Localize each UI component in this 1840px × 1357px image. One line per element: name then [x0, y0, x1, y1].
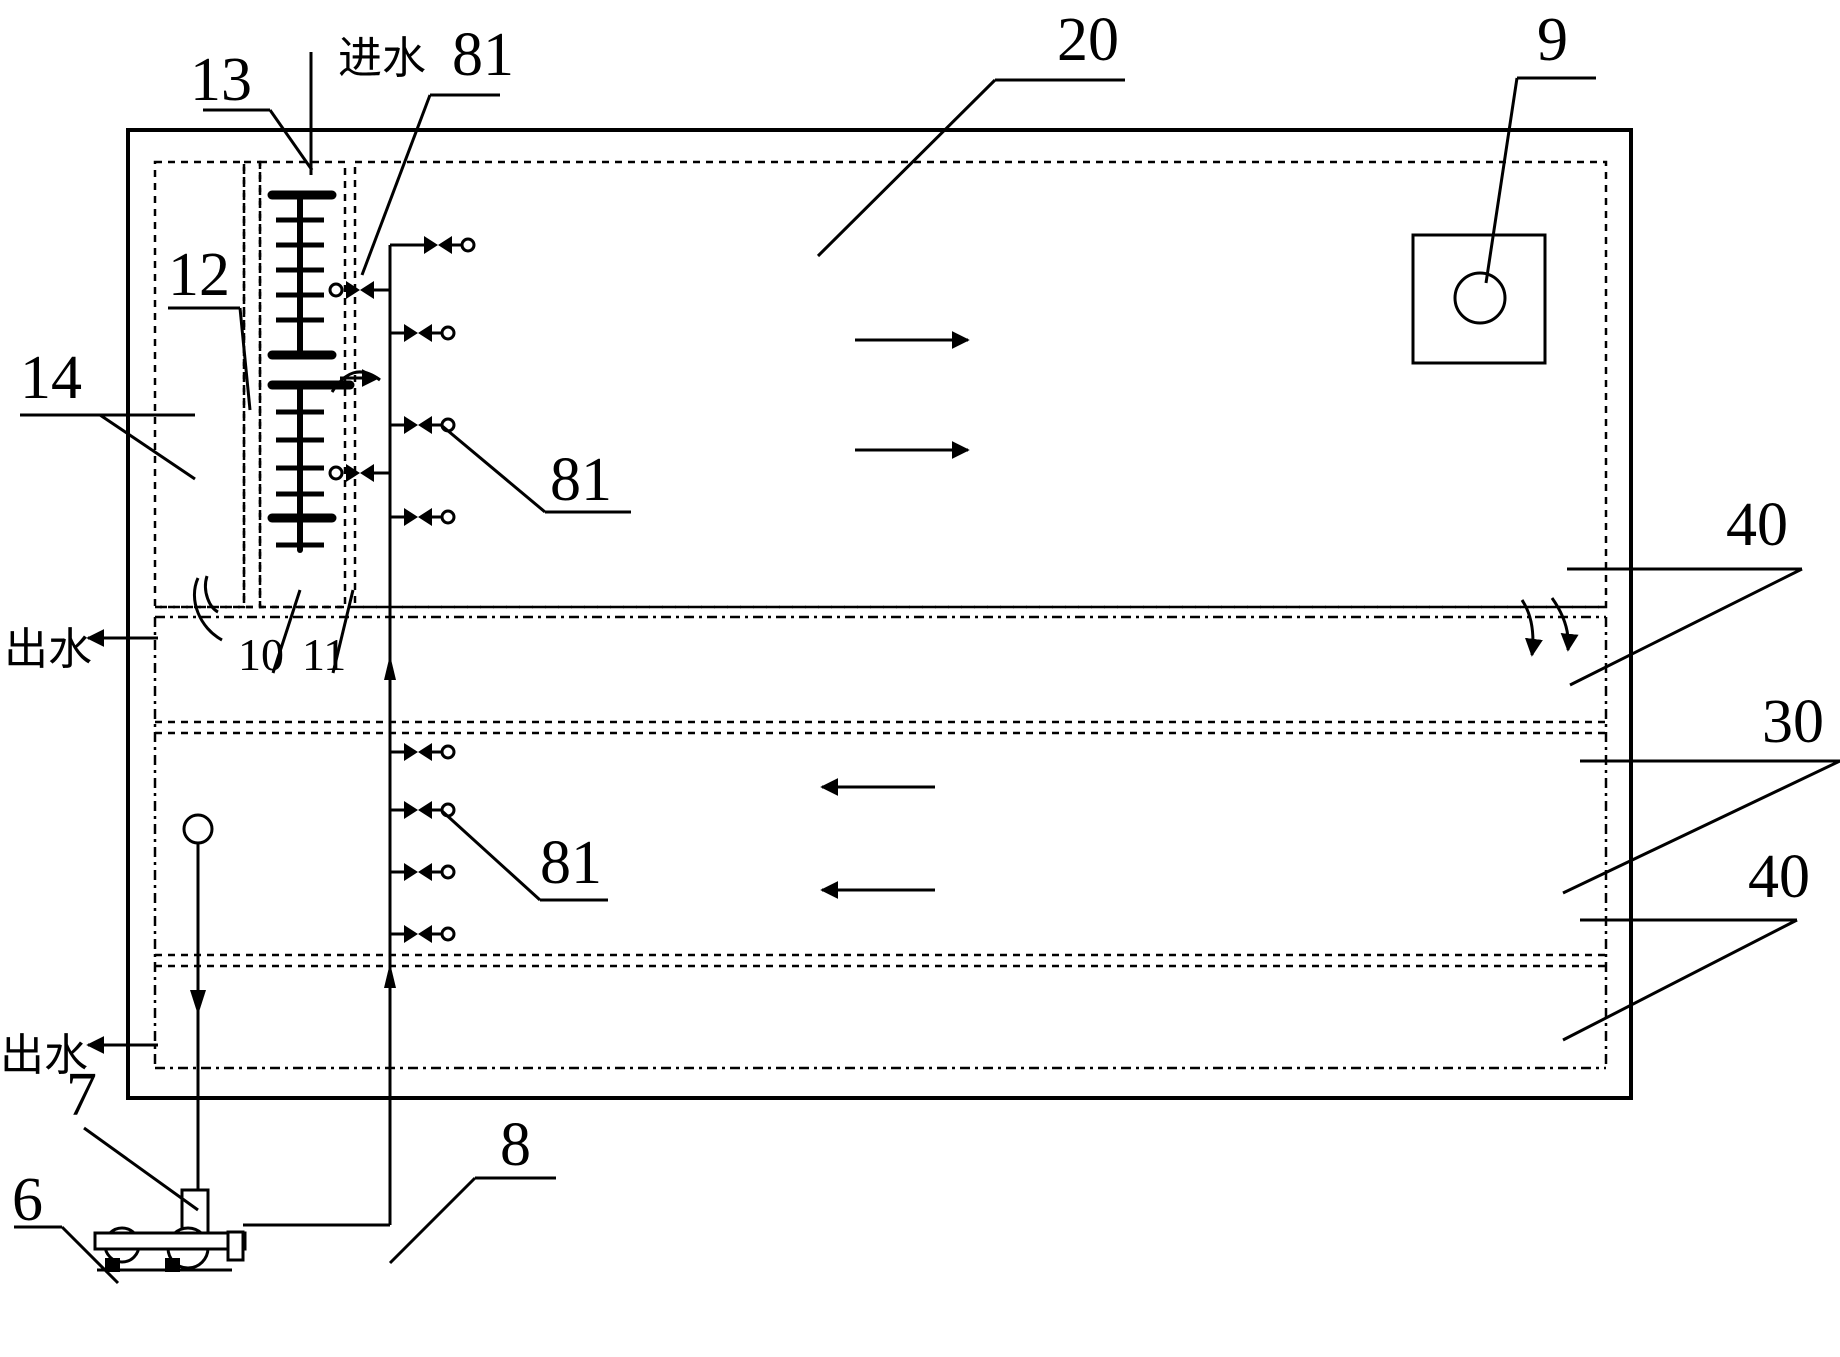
label-30: 30: [1762, 688, 1824, 756]
label-10: 10: [238, 629, 284, 680]
aerator-assembly: [267, 190, 355, 553]
device-9-housing: [1411, 233, 1547, 365]
suction-flow-arrow: [190, 990, 206, 1015]
leader-lines: [14, 76, 1840, 1285]
label-11: 11: [302, 629, 346, 680]
zone-14-boundary: [153, 160, 246, 609]
label-6: 6: [12, 1166, 43, 1234]
riser-flow-arrow-lower: [384, 963, 396, 988]
pump: [93, 1188, 247, 1272]
outlet-top-label: 出水: [4, 624, 92, 675]
label-81-top: 81: [452, 21, 514, 89]
label-14: 14: [20, 344, 82, 412]
label-81-mid: 81: [550, 446, 612, 514]
inlet-label: 进水: [338, 33, 426, 84]
label-7: 7: [66, 1061, 97, 1129]
riser-flow-arrow-upper: [384, 655, 396, 680]
label-20: 20: [1057, 6, 1119, 74]
aerator-feed-valves: [328, 281, 390, 482]
device-9-circle: [1453, 271, 1507, 325]
label-81-low: 81: [540, 829, 602, 897]
downflow-arrows: [1520, 597, 1579, 657]
suction-inlet: [182, 813, 214, 845]
overflow-curve-left-2: [203, 575, 219, 614]
label-40-bot: 40: [1748, 843, 1810, 911]
label-13: 13: [190, 46, 252, 114]
overflow-curve-left: [192, 577, 223, 642]
valve-group-lower: [388, 741, 456, 945]
label-12: 12: [168, 241, 230, 309]
zone-20-boundary: [353, 160, 1608, 609]
label-9: 9: [1537, 6, 1568, 74]
label-8: 8: [500, 1111, 531, 1179]
tank-outer-wall: [126, 128, 1633, 1100]
outlet-bottom-label: 出水: [0, 1030, 88, 1081]
valve-group-upper: [388, 234, 476, 528]
label-40-top: 40: [1726, 491, 1788, 559]
